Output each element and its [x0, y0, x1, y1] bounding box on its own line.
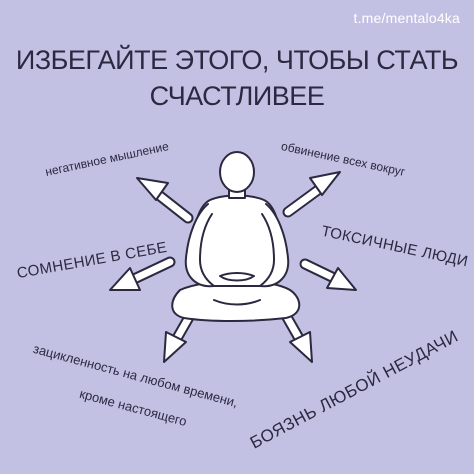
- arrow-icon-doubt: [109, 256, 176, 291]
- arrow-icon-toxic: [299, 258, 357, 291]
- title-line-1: ИЗБЕГАЙТЕ ЭТОГО, ЧТОБЫ СТАТЬ: [15, 45, 459, 75]
- page-title: ИЗБЕГАЙТЕ ЭТОГО, ЧТОБЫ СТАТЬ СЧАСТЛИВЕЕ: [0, 42, 474, 114]
- channel-handle: t.me/mentalo4ka: [353, 10, 460, 26]
- arrow-icon-fear: [278, 306, 313, 363]
- arrow-icon-negative: [136, 177, 194, 224]
- arrow-icon-blame: [282, 171, 341, 218]
- meditating-person-icon: [171, 151, 301, 322]
- title-line-2: СЧАСТЛИВЕЕ: [149, 81, 325, 111]
